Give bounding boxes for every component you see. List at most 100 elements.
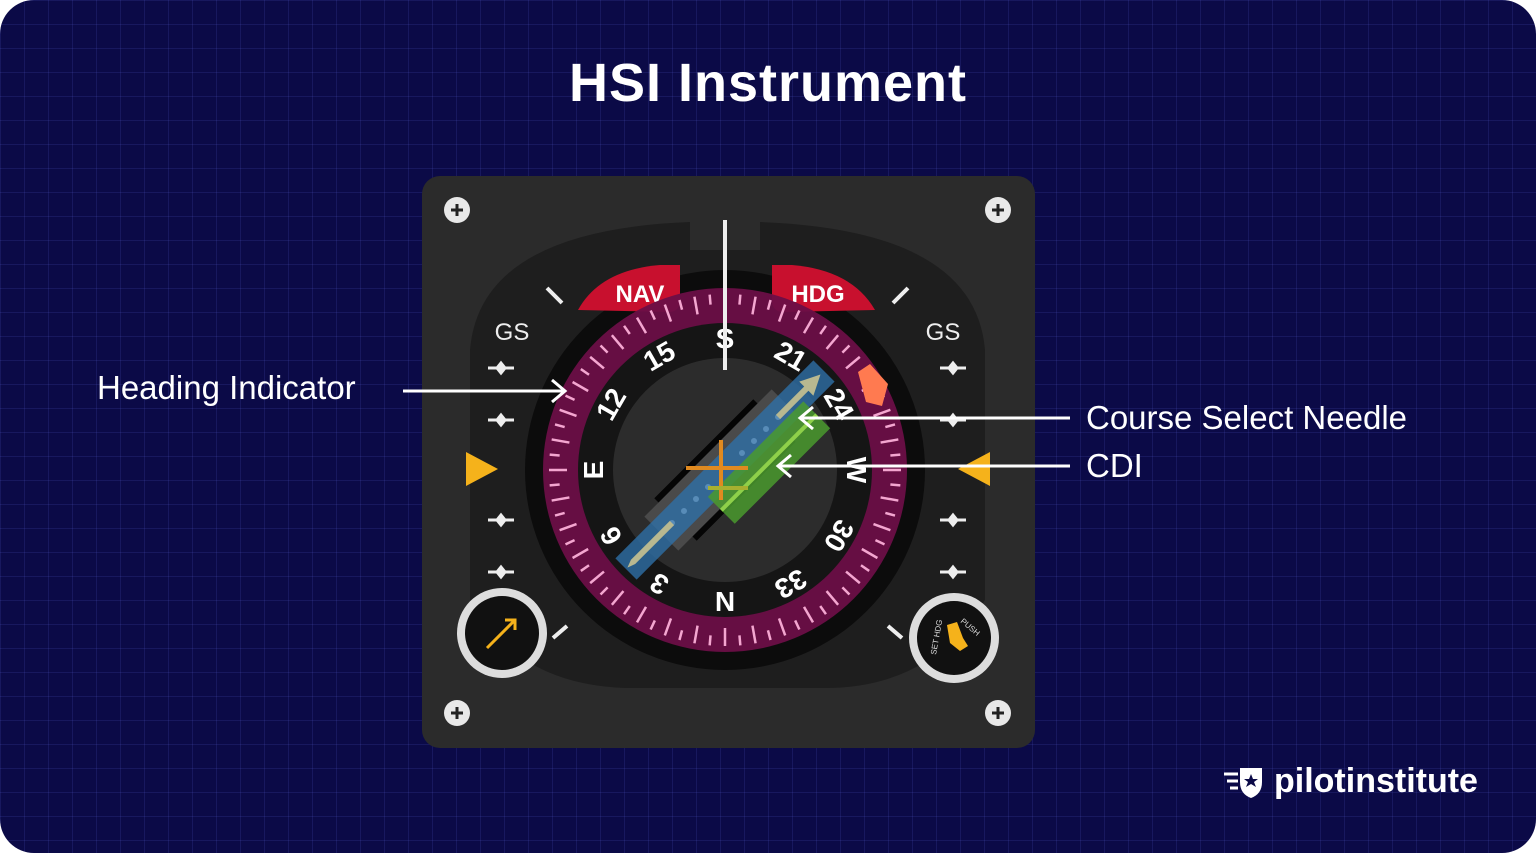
compass-tick xyxy=(649,309,656,321)
compass-tick xyxy=(890,483,901,487)
gs-label-right: GS xyxy=(926,319,961,346)
compass-tick xyxy=(794,619,801,631)
compass-tick xyxy=(589,570,605,585)
glideslope-pointer-right xyxy=(958,452,990,486)
heading-indicator-label: Heading Indicator xyxy=(97,369,356,406)
glideslope-dot xyxy=(488,512,514,528)
page-title: HSI Instrument xyxy=(568,53,968,113)
compass-tick xyxy=(819,605,827,615)
compass-tick xyxy=(549,453,560,457)
compass-tick xyxy=(885,511,896,517)
screw-icon xyxy=(985,197,1011,223)
compass-tick xyxy=(802,606,815,624)
hdg-flag-label: HDG xyxy=(791,281,844,308)
compass-tick xyxy=(777,304,787,322)
compass-tick xyxy=(610,590,625,606)
compass-tick xyxy=(599,344,609,354)
compass-tick xyxy=(564,539,576,546)
brand-name: pilotinstitute xyxy=(1274,762,1478,800)
compass-tick xyxy=(678,630,684,641)
glideslope-dot xyxy=(940,360,966,376)
compass-tick xyxy=(738,635,742,646)
compass-tick xyxy=(751,625,757,644)
compass-tick xyxy=(825,334,840,350)
compass-tick xyxy=(873,522,891,532)
compass-tick xyxy=(571,547,589,560)
compass-tick xyxy=(635,606,648,624)
aircraft-symbol xyxy=(686,440,748,500)
compass-tick xyxy=(708,294,712,305)
compass-tick xyxy=(890,453,901,457)
glideslope-dot xyxy=(488,360,514,376)
cdi-label: CDI xyxy=(1086,447,1143,484)
compass-tick xyxy=(777,618,787,636)
glideslope-scales xyxy=(488,360,966,580)
compass-tick xyxy=(880,438,899,444)
compass-tick xyxy=(766,299,772,310)
compass-tick xyxy=(845,570,861,585)
glideslope-pointer-left xyxy=(466,452,498,486)
compass-tick xyxy=(693,625,699,644)
compass-tick xyxy=(708,635,712,646)
compass-tick xyxy=(580,564,590,572)
compass-tick xyxy=(559,408,577,418)
compass-tick xyxy=(841,344,851,354)
glideslope-dot xyxy=(488,412,514,428)
compass-tick xyxy=(571,380,589,393)
compass-tick xyxy=(663,618,673,636)
heading-knob[interactable]: SET HDG PUSH xyxy=(909,593,999,683)
callout-arrows xyxy=(403,378,1070,479)
compass-tick xyxy=(551,496,570,502)
bezel-marks xyxy=(545,286,910,640)
compass-tick xyxy=(860,564,870,572)
gs-label-left: GS xyxy=(495,319,530,346)
screw-icon xyxy=(985,700,1011,726)
compass-tick xyxy=(559,522,577,532)
compass-tick xyxy=(663,304,673,322)
compass-tick xyxy=(802,316,815,334)
compass-tick xyxy=(678,299,684,310)
compass-tick xyxy=(554,423,565,429)
screw-icon xyxy=(444,197,470,223)
glideslope-dot xyxy=(488,564,514,580)
course-knob[interactable] xyxy=(457,588,547,678)
compass-tick xyxy=(599,586,609,596)
panel-screws xyxy=(444,197,1011,726)
compass-tick xyxy=(841,586,851,596)
brand-logo: pilotinstitute xyxy=(1222,762,1478,801)
course-select-needle-label: Course Select Needle xyxy=(1086,399,1408,436)
compass-tick xyxy=(751,296,757,315)
compass-label: E xyxy=(578,461,609,480)
logo-icon xyxy=(1224,767,1262,798)
compass-tick xyxy=(885,423,896,429)
compass-tick xyxy=(880,496,899,502)
heading-bug[interactable] xyxy=(858,364,888,406)
compass-tick xyxy=(580,368,590,376)
glideslope-dot xyxy=(940,512,966,528)
nav-flag xyxy=(578,265,680,312)
compass-tick xyxy=(794,309,801,321)
compass-tick xyxy=(873,408,891,418)
compass-tick xyxy=(635,316,648,334)
compass-tick xyxy=(623,325,631,335)
compass-tick xyxy=(610,334,625,350)
compass-tick xyxy=(825,590,840,606)
hdg-flag xyxy=(772,265,875,312)
compass-tick xyxy=(845,355,861,370)
compass-tick xyxy=(564,394,576,401)
compass-label: W xyxy=(841,457,872,484)
compass-tick xyxy=(549,483,560,487)
compass-tick xyxy=(589,355,605,370)
compass-tick xyxy=(819,325,827,335)
compass-tick xyxy=(554,511,565,517)
compass-label: N xyxy=(715,586,735,617)
screw-icon xyxy=(444,700,470,726)
compass-tick xyxy=(874,539,886,546)
compass-tick xyxy=(738,294,742,305)
compass-tick xyxy=(693,296,699,315)
compass-tick xyxy=(766,630,772,641)
compass-tick xyxy=(861,547,879,560)
compass-tick xyxy=(551,438,570,444)
